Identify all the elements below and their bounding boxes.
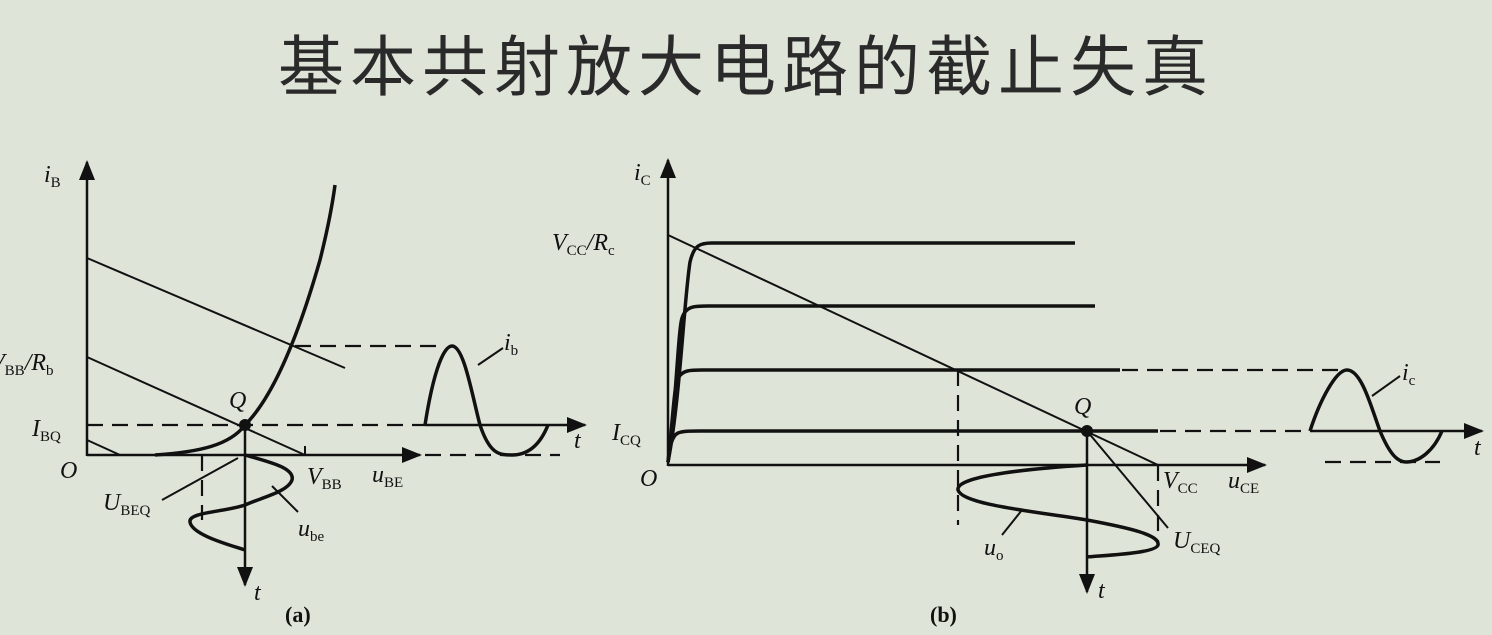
uce-axis-label: uCE [1228, 468, 1259, 497]
ube-label: ube [298, 516, 325, 545]
q-point-a [239, 419, 251, 431]
origin-label-b: O [640, 466, 657, 492]
ib-label: ib [504, 330, 518, 359]
ic-leader [1371, 375, 1401, 397]
vcc-rc-label: VCC/Rc [552, 230, 615, 259]
ib-waveform [423, 344, 550, 457]
ic-axis-label: iC [634, 160, 651, 189]
q-point-b [1081, 425, 1093, 437]
ubeq-label: UBEQ [103, 490, 151, 519]
dc-load-line [667, 234, 1159, 466]
output-curve-2 [666, 304, 1095, 463]
caption-b: (b) [930, 602, 957, 627]
uceq-leader [1086, 430, 1169, 529]
vbb-label: VBB [307, 464, 342, 493]
ic-waveform [1308, 368, 1444, 464]
t-label-b-down: t [1098, 578, 1106, 604]
input-characteristic-curve [154, 184, 337, 457]
ib-leader [477, 347, 504, 366]
ibq-label: IBQ [31, 416, 61, 445]
ib-axis-label: iB [44, 162, 61, 191]
t-label-a-right: t [574, 428, 582, 454]
output-curve-icq [666, 429, 1158, 463]
ube-waveform [188, 453, 294, 552]
ic-label: ic [1402, 360, 1416, 389]
t-label-a-down: t [254, 580, 262, 606]
ube-leader [271, 485, 299, 513]
t-label-b-right: t [1474, 435, 1482, 461]
uo-label: uo [984, 535, 1004, 564]
output-curve-3 [666, 368, 1120, 463]
q-label-b: Q [1074, 394, 1091, 420]
load-line-lower [86, 439, 121, 456]
icq-label: ICQ [611, 420, 641, 449]
figure-b: iC VCC/Rc ICQ O Q VCC uCE UCEQ uo ic t t… [552, 158, 1484, 627]
slide-title: 基本共射放大电路的截止失真 [278, 29, 1214, 106]
output-curve-1 [666, 241, 1075, 463]
load-line-upper [86, 257, 346, 369]
origin-label-a: O [60, 458, 77, 484]
figure-a: iB VBB/Rb IBQ O Q VBB uBE UBEQ ube ib t … [0, 160, 587, 627]
load-line [86, 356, 306, 456]
caption-a: (a) [285, 602, 311, 627]
q-label-a: Q [229, 388, 246, 414]
uo-leader [1001, 509, 1023, 536]
ubeq-leader [161, 457, 239, 501]
uceq-label: UCEQ [1173, 528, 1221, 557]
uo-waveform [956, 463, 1160, 559]
vcc-label: VCC [1163, 468, 1198, 497]
ube-axis-label: uBE [372, 462, 403, 491]
vbb-rb-label: VBB/Rb [0, 350, 54, 379]
